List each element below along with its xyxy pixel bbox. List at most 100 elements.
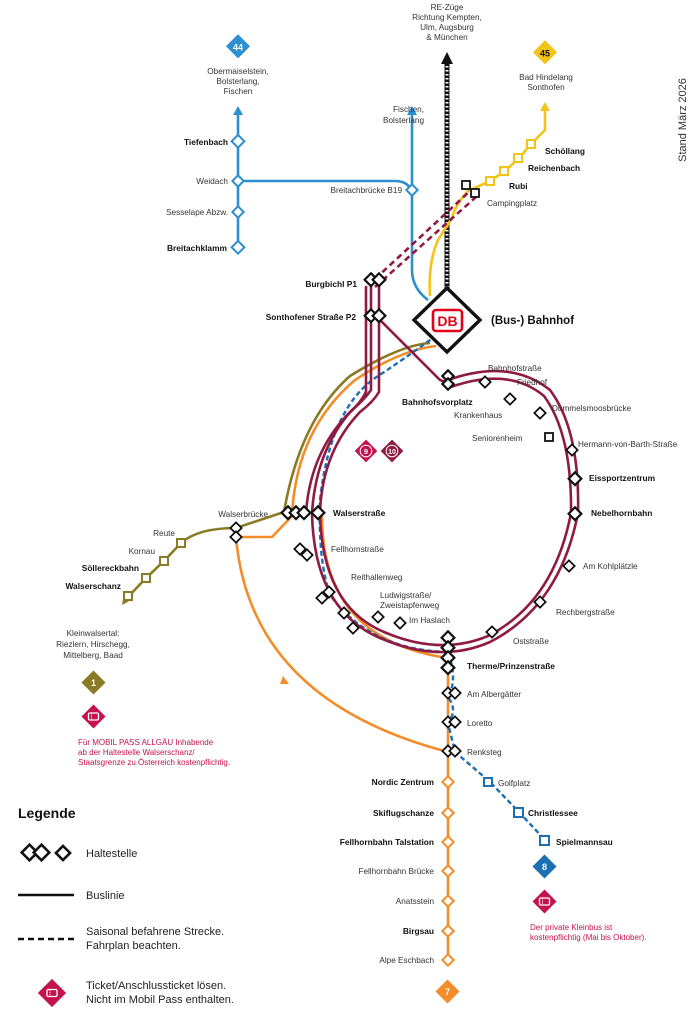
kleinwalsertal-label: Kleinwalsertal: Riezlern, Hirschegg, Mit…	[56, 629, 130, 660]
stop-label: Birgsau	[403, 926, 434, 936]
stop-label: Anatsstein	[396, 897, 435, 906]
stop-label: Sesselape Abzw.	[166, 208, 228, 217]
legend: Legende Haltestelle Buslinie Saisonal be…	[18, 805, 234, 1008]
stop-label: Rechbergstraße	[556, 608, 615, 617]
ticket-badge-spielmannsau[interactable]	[532, 889, 557, 914]
db-logo-icon	[431, 308, 464, 333]
stop-label: Walserbrücke	[218, 510, 268, 519]
stop-label: Bahnhofsvorplatz	[402, 397, 473, 407]
stops-south	[441, 686, 462, 758]
stop-label: Renksteg	[467, 748, 502, 757]
svg-text:& München: & München	[426, 33, 468, 42]
stops-seasonal	[461, 180, 480, 198]
ticket-badge-walserschanz[interactable]	[81, 704, 106, 729]
stop-label: Tiefenbach	[184, 137, 228, 147]
svg-text:Sonthofen: Sonthofen	[527, 83, 565, 92]
stop-label: Breitachklamm	[167, 243, 227, 253]
line-seasonal-maroon	[374, 190, 477, 288]
line-45	[428, 102, 550, 297]
stop-label: Fellhornbahn Talstation	[340, 837, 434, 847]
stop-label: Fellhornbahn Brücke	[358, 867, 434, 876]
rail-arrow-icon	[441, 52, 453, 64]
svg-text:Fischen,: Fischen,	[393, 105, 424, 114]
stop-label: Golfplatz	[498, 779, 530, 788]
route-badge-7[interactable]: 7	[435, 979, 460, 1004]
route-badge-1[interactable]: 1	[81, 670, 106, 695]
svg-text:Riezlern, Hirschegg,: Riezlern, Hirschegg,	[56, 640, 130, 649]
route-44-destination: Obermaiselstein, Bolsterlang, Fischen	[207, 67, 268, 96]
legend-seasonal-label: Saisonal befahrene Strecke.	[86, 926, 224, 938]
stop-label: Bahnhofstraße	[488, 364, 542, 373]
stop-label: Eissportzentrum	[589, 473, 655, 483]
svg-text:Richtung Kempten,: Richtung Kempten,	[412, 13, 482, 22]
legend-stop-icon	[19, 842, 72, 863]
stop-label: Breitachbrücke B19	[331, 186, 403, 195]
db-hub[interactable]: DB (Bus-) Bahnhof	[411, 285, 574, 355]
svg-text:Ulm, Augsburg: Ulm, Augsburg	[420, 23, 474, 32]
stops-line-7	[440, 774, 456, 968]
svg-text:Bolsterlang,: Bolsterlang,	[216, 77, 259, 86]
stop-label: Nordic Zentrum	[372, 777, 434, 787]
stop-label: Rubi	[509, 181, 528, 191]
legend-ticket-label: Nicht im Mobil Pass enthalten.	[86, 994, 234, 1006]
legend-line-label: Buslinie	[86, 890, 125, 902]
stop-label: Schöllang	[545, 146, 585, 156]
stop-label: Seniorenheim	[472, 434, 523, 443]
stops-loop	[229, 368, 583, 676]
svg-text:7: 7	[445, 987, 450, 997]
stop-label: Alpe Eschbach	[379, 956, 434, 965]
stop-label: Weidach	[196, 177, 228, 186]
stop-label: Campingplatz	[487, 199, 537, 208]
stop-label: Reute	[153, 529, 175, 538]
stops-line-44	[230, 133, 420, 256]
stop-label: Am Albergätter	[467, 690, 521, 699]
svg-text:Staatsgrenze zu Österreich kos: Staatsgrenze zu Österreich kostenpflicht…	[78, 758, 230, 767]
stop-label: Am Kohlplätzle	[583, 562, 638, 571]
stop-label: Söllereckbahn	[82, 563, 139, 573]
svg-text:1: 1	[91, 678, 96, 688]
stop-label: Nebelhornbahn	[591, 508, 652, 518]
stop-label: Fellhornstraße	[331, 545, 384, 554]
route-badge-45[interactable]: 45	[532, 40, 558, 65]
stop-label: Reichenbach	[528, 163, 580, 173]
stop-label: Dummelsmoosbrücke	[552, 404, 632, 413]
stop-label: Walserschanz	[65, 581, 121, 591]
stop-label: Sonthofener Straße P2	[266, 312, 357, 322]
svg-text:Der private Kleinbus ist: Der private Kleinbus ist	[530, 923, 613, 932]
side-note: Stand März 2026	[677, 78, 689, 162]
stops-line-1	[123, 538, 186, 601]
svg-text:Mittelberg, Baad: Mittelberg, Baad	[63, 651, 123, 660]
line-44	[233, 106, 429, 302]
stops-line-8	[483, 777, 550, 846]
stop-label: Im Haslach	[409, 616, 450, 625]
route-badge-10[interactable]: 10	[380, 439, 404, 463]
route-badge-44[interactable]: 44	[225, 34, 251, 59]
legend-ticket-icon	[37, 978, 67, 1008]
svg-text:Kleinwalsertal:: Kleinwalsertal:	[67, 629, 120, 638]
kleinbus-note: Der private Kleinbus ist kostenpflichtig…	[530, 923, 647, 942]
legend-title: Legende	[18, 805, 76, 821]
svg-text:RE-Züge: RE-Züge	[431, 3, 464, 12]
stops-burgbichl-sonthofener	[363, 271, 387, 324]
legend-stop-label: Haltestelle	[86, 848, 137, 860]
stop-label: Reithallenweg	[351, 573, 403, 582]
rail-destination: RE-Züge Richtung Kempten, Ulm, Augsburg …	[412, 3, 482, 42]
stop-label: Hermann-von-Barth-Straße	[578, 440, 678, 449]
stops-line-45	[485, 139, 536, 186]
stop-label: Friedhof	[517, 378, 548, 387]
stop-label: Oststraße	[513, 637, 549, 646]
db-logo-text: DB	[437, 313, 457, 329]
legend-ticket-label: Ticket/Anschlussticket lösen.	[86, 980, 226, 992]
stop-label: Zweistapfenweg	[380, 601, 440, 610]
stop-label: Spielmannsau	[556, 837, 613, 847]
mobilpass-note: Für MOBIL PASS ALLGÄU Inhabende ab der H…	[78, 738, 230, 767]
svg-text:Für MOBIL PASS ALLGÄU Inhabend: Für MOBIL PASS ALLGÄU Inhabende	[78, 738, 214, 747]
stop-label: Krankenhaus	[454, 411, 502, 420]
stop-label: Walserstraße	[333, 508, 386, 518]
route-badge-9[interactable]: 9	[354, 439, 378, 463]
svg-text:8: 8	[542, 862, 547, 872]
stop-label: Burgbichl P1	[305, 279, 357, 289]
stop-label: Loretto	[467, 719, 493, 728]
route-badge-8[interactable]: 8	[532, 854, 557, 879]
legend-seasonal-label: Fahrplan beachten.	[86, 940, 181, 952]
